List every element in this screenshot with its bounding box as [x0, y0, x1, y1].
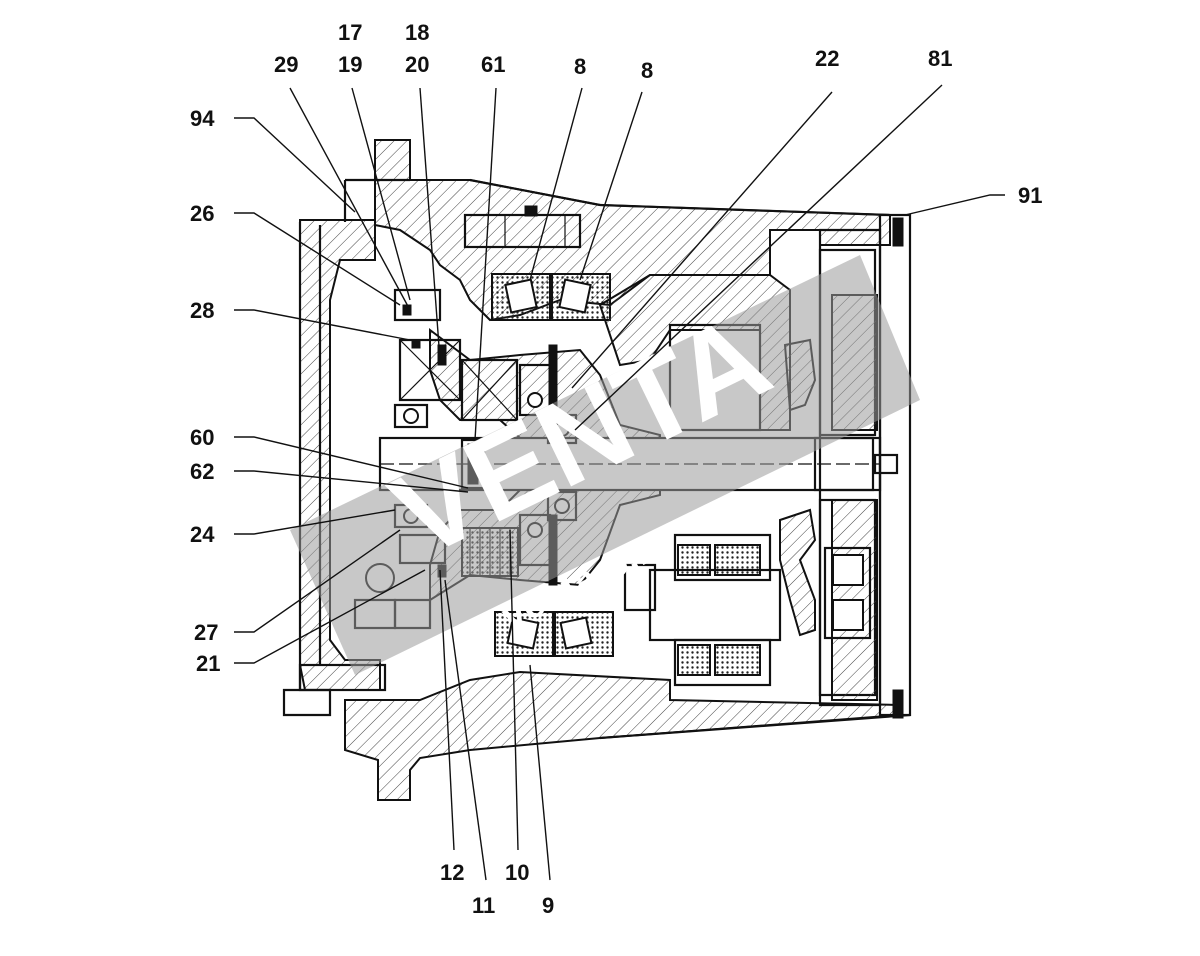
callout-26: 26: [190, 201, 214, 226]
callout-22: 22: [815, 46, 839, 71]
callout-29: 29: [274, 52, 298, 77]
callout-18: 18: [405, 20, 429, 45]
callout-8-left: 8: [574, 54, 586, 79]
bearing-bottom-left: [494, 611, 554, 657]
callout-19: 19: [338, 52, 362, 77]
top-bolt: [463, 205, 582, 249]
callout-81: 81: [928, 46, 952, 71]
bearing-top-left: [491, 273, 551, 321]
callout-10: 10: [505, 860, 529, 885]
seal-group: [393, 288, 447, 366]
callout-17: 17: [338, 20, 362, 45]
callout-8-right: 8: [641, 58, 653, 83]
callout-28: 28: [190, 298, 214, 323]
bearing-bottom-right: [554, 611, 614, 657]
callout-91: 91: [1018, 183, 1042, 208]
callout-20: 20: [405, 52, 429, 77]
callout-62: 62: [190, 459, 214, 484]
callouts: 94 29 17 19 18 20 61 8 8 22 81 91 26 28 …: [190, 20, 1042, 918]
leader-lines: [234, 84, 1005, 881]
callout-24: 24: [190, 522, 215, 547]
bearing-top-right: [551, 273, 611, 321]
callout-21: 21: [196, 651, 220, 676]
callout-11: 11: [472, 893, 495, 918]
callout-61: 61: [481, 52, 505, 77]
callout-60: 60: [190, 425, 214, 450]
callout-9: 9: [542, 893, 554, 918]
callout-12: 12: [440, 860, 464, 885]
callout-27: 27: [194, 620, 218, 645]
callout-94: 94: [190, 106, 215, 131]
